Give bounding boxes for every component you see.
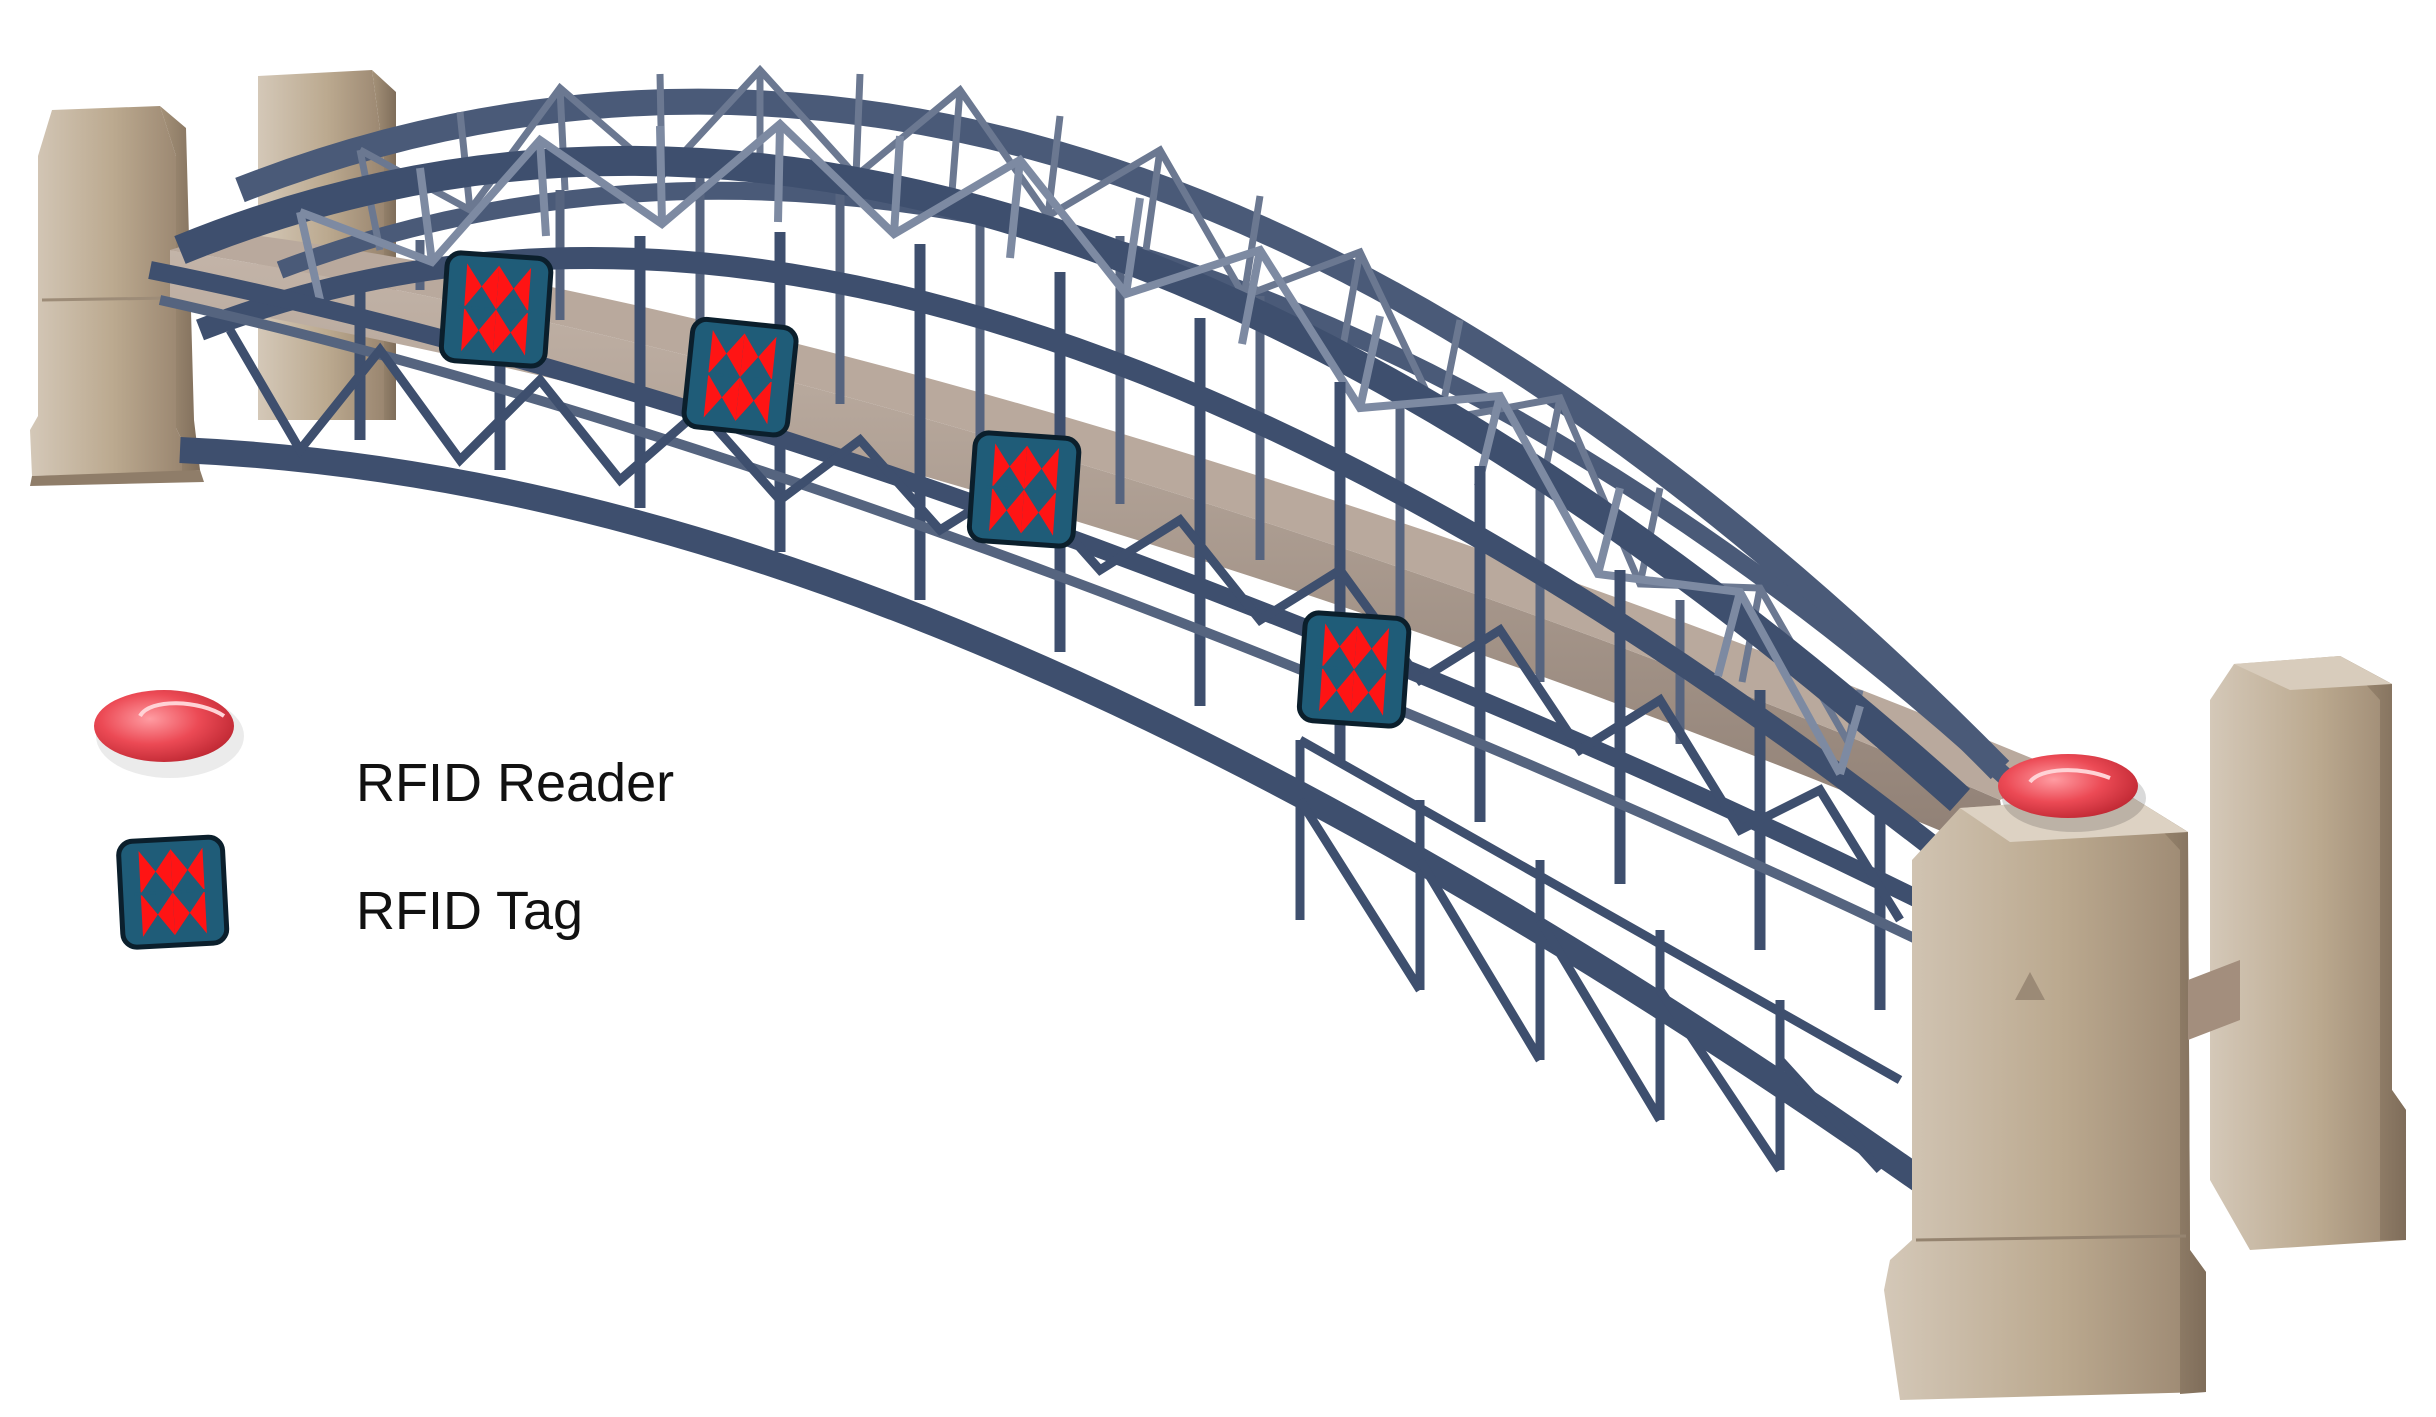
rfid-tag-icon (1296, 610, 1412, 729)
rfid-tag-icon (681, 316, 799, 438)
legend-tag-label: RFID Tag (356, 881, 584, 941)
right-front-tower (1884, 796, 2206, 1400)
legend-tag-icon (116, 834, 230, 950)
legend-reader-icon (94, 690, 244, 778)
right-rear-tower (2210, 656, 2406, 1250)
rfid-reader-on-bridge (1998, 754, 2146, 832)
right-deck-end (2188, 960, 2240, 1040)
front-arch-truss (296, 118, 1864, 776)
legend-reader-label: RFID Reader (356, 753, 675, 813)
rfid-tag-icon (438, 250, 554, 369)
rfid-tag-icon (966, 430, 1082, 549)
